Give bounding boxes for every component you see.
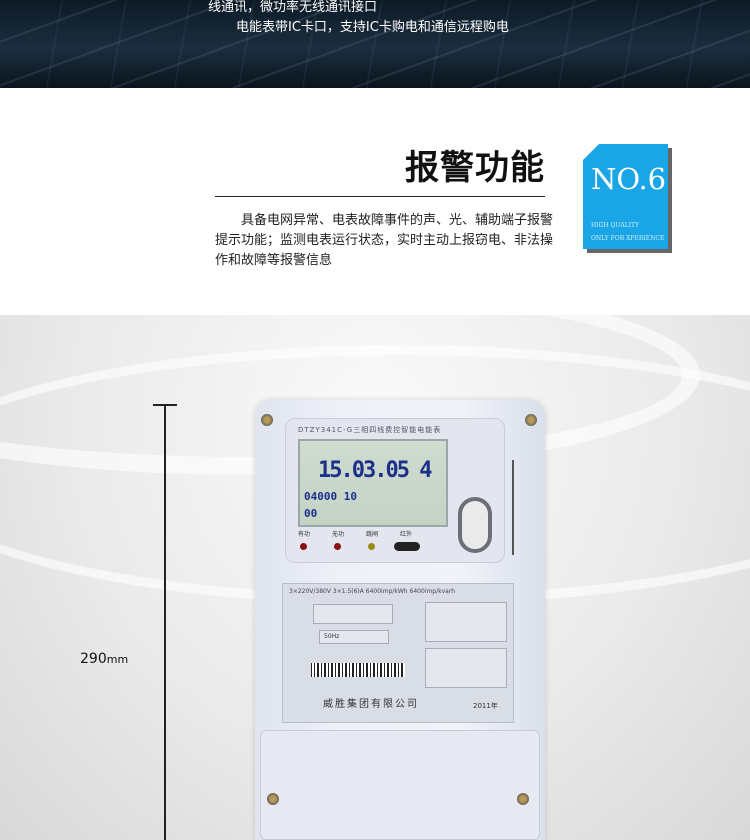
badge-subtitle-2: ONLY FOR XPERIENCE: [591, 235, 665, 242]
screw-icon: [261, 414, 273, 426]
lcd-main-reading: 15.03.05 4: [318, 458, 432, 483]
lcd-screen: 15.03.05 4 04000 10 00: [298, 439, 448, 527]
meter-display-panel: DTZY341C-G三相四线费控智能电能表 15.03.05 4 04000 1…: [285, 418, 505, 563]
info-table: [425, 602, 507, 642]
led-label: 有功: [298, 531, 311, 538]
dimension-value: 290: [80, 651, 107, 667]
led-label: 红外: [400, 531, 413, 538]
manufacturer: 威胜集团有限公司: [323, 699, 419, 710]
pulse-box: [313, 604, 393, 624]
meter-model: DTZY341C-G三相四线费控智能电能表: [298, 426, 442, 434]
infrared-port: [394, 542, 420, 551]
dimension-line: [164, 405, 166, 840]
meter-button[interactable]: [458, 497, 492, 553]
lcd-bottom-reading: 00: [304, 507, 318, 520]
badge-number: NO.6: [591, 162, 667, 196]
manufacture-year: 2011年: [473, 702, 498, 710]
title-divider: [215, 196, 545, 197]
lcd-sub-reading: 04000 10: [304, 490, 357, 503]
wiring-diagram: [425, 648, 507, 688]
meter-terminal-cover: 3×220V/380V 3×1.5(6)A 6400imp/kWh 6400im…: [282, 583, 514, 723]
frequency-label: 50Hz: [319, 630, 389, 644]
section-description: 具备电网异常、电表故障事件的声、光、辅助端子报警提示功能；监测电表运行状态，实时…: [215, 213, 554, 268]
section-title: 报警功能: [405, 148, 545, 188]
banner: 线通讯，微功率无线通讯接口 电能表带IC卡口，支持IC卡购电和通信远程购电: [0, 0, 750, 88]
led-label: 无功: [332, 531, 345, 538]
dimension-unit: mm: [106, 653, 129, 666]
banner-text-line2: 电能表带IC卡口，支持IC卡购电和通信远程购电: [236, 20, 509, 35]
screw-icon: [525, 414, 537, 426]
dimension-label: 290mm: [80, 650, 128, 669]
led-active-power: [300, 543, 307, 550]
screw-icon: [267, 793, 279, 805]
led-reactive-power: [334, 543, 341, 550]
card-slot: [512, 460, 514, 555]
badge-subtitle-1: HIGH QUALITY: [591, 222, 639, 229]
meter-spec: 3×220V/380V 3×1.5(6)A 6400imp/kWh 6400im…: [289, 588, 455, 595]
barcode: [303, 658, 413, 682]
led-trip: [368, 543, 375, 550]
led-label: 跳闸: [366, 531, 379, 538]
screw-icon: [517, 793, 529, 805]
electric-meter: DTZY341C-G三相四线费控智能电能表 15.03.05 4 04000 1…: [255, 400, 545, 840]
banner-text-line1: 线通讯，微功率无线通讯接口: [208, 0, 378, 15]
meter-base: [260, 730, 540, 840]
number-badge: NO.6 HIGH QUALITY ONLY FOR XPERIENCE: [583, 144, 668, 249]
